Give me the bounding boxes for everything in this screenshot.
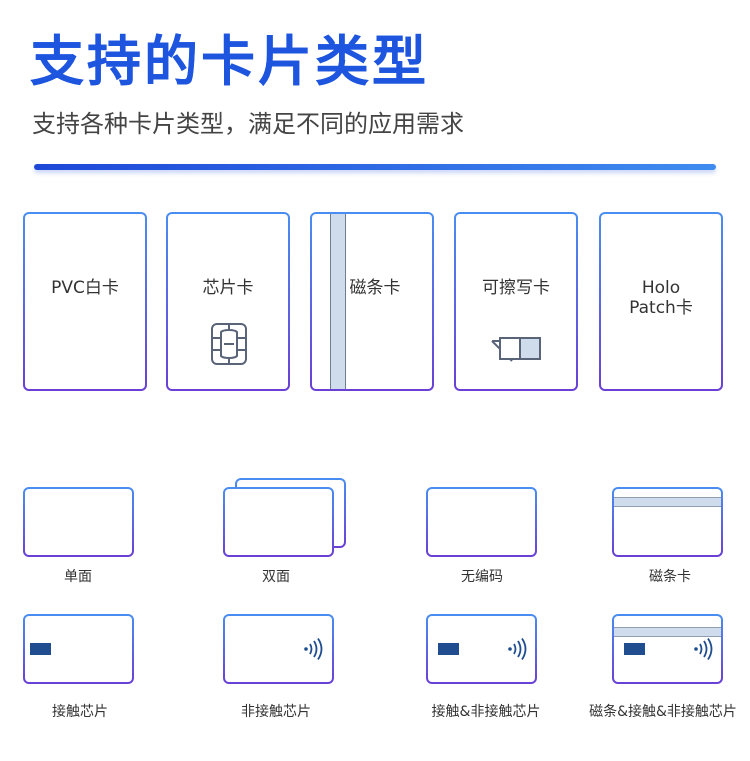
variant-label: 双面 xyxy=(262,569,290,585)
card-type-rewritable xyxy=(454,212,578,391)
chip-icon xyxy=(438,643,459,655)
card-type-magnetic-stripe xyxy=(310,212,434,391)
nfc-icon xyxy=(508,638,527,660)
page-title: 支持的卡片类型 xyxy=(30,30,429,93)
chip-icon xyxy=(624,643,645,655)
variant-label: 接触芯片 xyxy=(52,704,108,720)
magnetic-stripe-icon xyxy=(614,627,721,637)
card-type-holo-patch xyxy=(599,212,723,391)
eraser-icon xyxy=(491,337,541,362)
card-type-label: 芯片卡 xyxy=(202,278,254,298)
nfc-icon xyxy=(694,638,713,660)
card-type-pvc-white xyxy=(23,212,147,391)
title-divider xyxy=(34,164,716,170)
variant-label: 磁条&接触&非接触芯片 xyxy=(589,704,737,720)
page-subtitle: 支持各种卡片类型，满足不同的应用需求 xyxy=(32,110,464,138)
variant-double-side xyxy=(223,487,334,557)
variant-label: 无编码 xyxy=(461,569,503,585)
variant-contactless-chip xyxy=(223,614,334,684)
card-type-label: PVC白卡 xyxy=(51,278,119,298)
magnetic-stripe-icon xyxy=(330,214,346,389)
variant-label: 磁条卡 xyxy=(649,569,691,585)
variant-label: 非接触芯片 xyxy=(241,704,311,720)
card-type-label: 可擦写卡 xyxy=(482,278,550,298)
nfc-icon xyxy=(304,638,323,660)
card-type-label-line1: Holo xyxy=(641,278,681,298)
variant-single-side xyxy=(23,487,134,557)
magnetic-stripe-icon xyxy=(614,497,721,507)
card-type-label-line2: Patch卡 xyxy=(629,298,693,318)
variant-label: 单面 xyxy=(64,569,92,585)
chip-icon xyxy=(30,643,51,655)
variant-label: 接触&非接触芯片 xyxy=(431,704,541,720)
card-type-label: 磁条卡 xyxy=(349,278,401,298)
chip-icon xyxy=(211,323,247,365)
variant-no-encoding xyxy=(426,487,537,557)
